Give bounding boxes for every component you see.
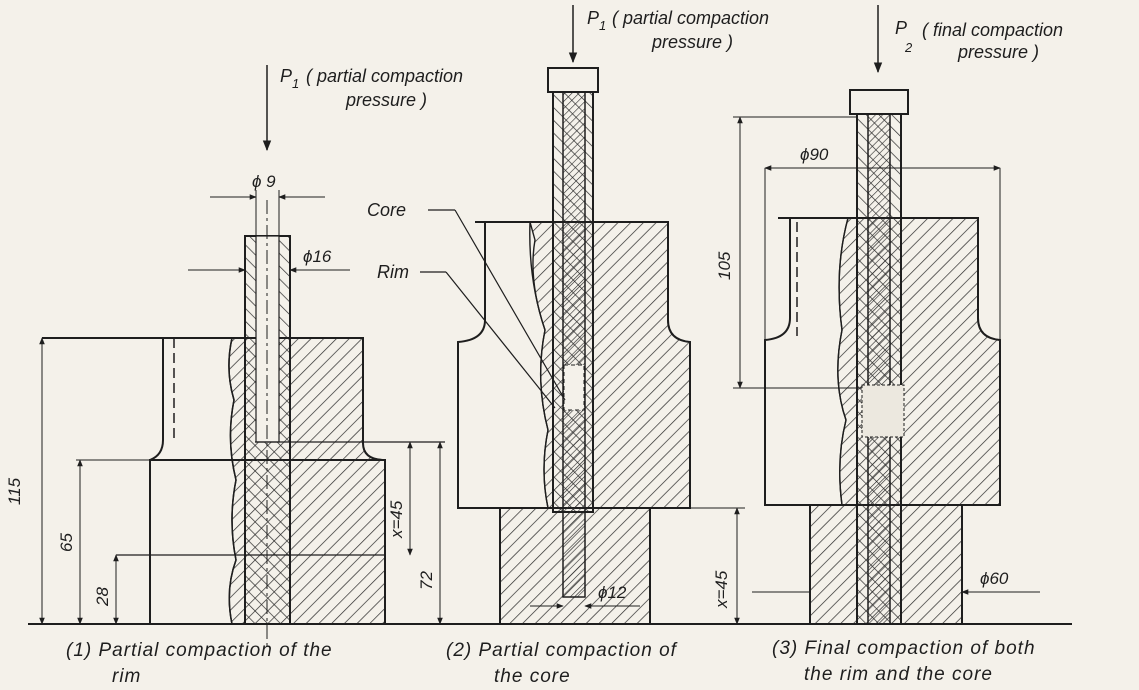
stage2-punch-head (547, 67, 599, 93)
stage2-force-symbol: P (587, 8, 599, 28)
stage3-force-sub: 2 (904, 40, 913, 55)
stage3-force-line1: ( final compaction (922, 20, 1063, 40)
stage3-core-rod (867, 113, 891, 625)
stage2-caption-line2: the core (494, 666, 571, 687)
stage-3-figure: P 2 ( final compaction pressure ) ϕ90 10… (715, 5, 1063, 685)
stage3-dia-90: ϕ90 (800, 145, 829, 164)
stage2-caption-line1: (2) Partial compaction of (446, 640, 678, 661)
stage1-x-dim: x=45 (387, 500, 406, 539)
stage2-x-dim: x=45 (712, 570, 731, 609)
stage1-caption-line1: (1) Partial compaction of the (66, 640, 333, 661)
stage1-force-symbol: P (280, 66, 292, 86)
stage3-force-line2: pressure ) (957, 42, 1039, 62)
stage3-caption-line2: the rim and the core (804, 664, 993, 685)
stage1-force-line2: pressure ) (345, 90, 427, 110)
stage1-h-72: 72 (417, 571, 436, 590)
stage2-force-line2: pressure ) (651, 32, 733, 52)
stage2-core-label: Core (367, 200, 406, 220)
stage-2-figure: P 1 ( partial compaction pressure ) Core… (367, 5, 769, 687)
stage3-force-symbol: P (895, 18, 907, 38)
stage1-h-total: 115 (5, 477, 24, 505)
stage1-caption-line2: rim (112, 666, 141, 687)
stage2-rim-label: Rim (377, 262, 409, 282)
stage2-force-line1: ( partial compaction (612, 8, 769, 28)
stage2-core-rod (562, 91, 586, 598)
stage1-h-28: 28 (93, 587, 112, 607)
stage3-h-105: 105 (715, 251, 734, 280)
stage1-force-sub: 1 (292, 76, 299, 91)
stage1-dia-outer: ϕ16 (303, 247, 332, 266)
stage1-force-line1: ( partial compaction (306, 66, 463, 86)
stage1-h-65: 65 (57, 533, 76, 552)
stage3-caption-line1: (3) Final compaction of both (772, 638, 1036, 659)
stage3-compacted-zone (861, 384, 905, 438)
stage-1-figure: ϕ 9 ϕ16 P 1 ( partial compaction pressur… (5, 65, 463, 687)
stage2-dia: ϕ12 (598, 583, 627, 602)
stage3-punch-head (849, 89, 909, 115)
stage1-dia-inner: ϕ 9 (252, 172, 276, 191)
stage2-force-sub: 1 (599, 18, 606, 33)
stage3-dia-60: ϕ60 (980, 569, 1009, 588)
